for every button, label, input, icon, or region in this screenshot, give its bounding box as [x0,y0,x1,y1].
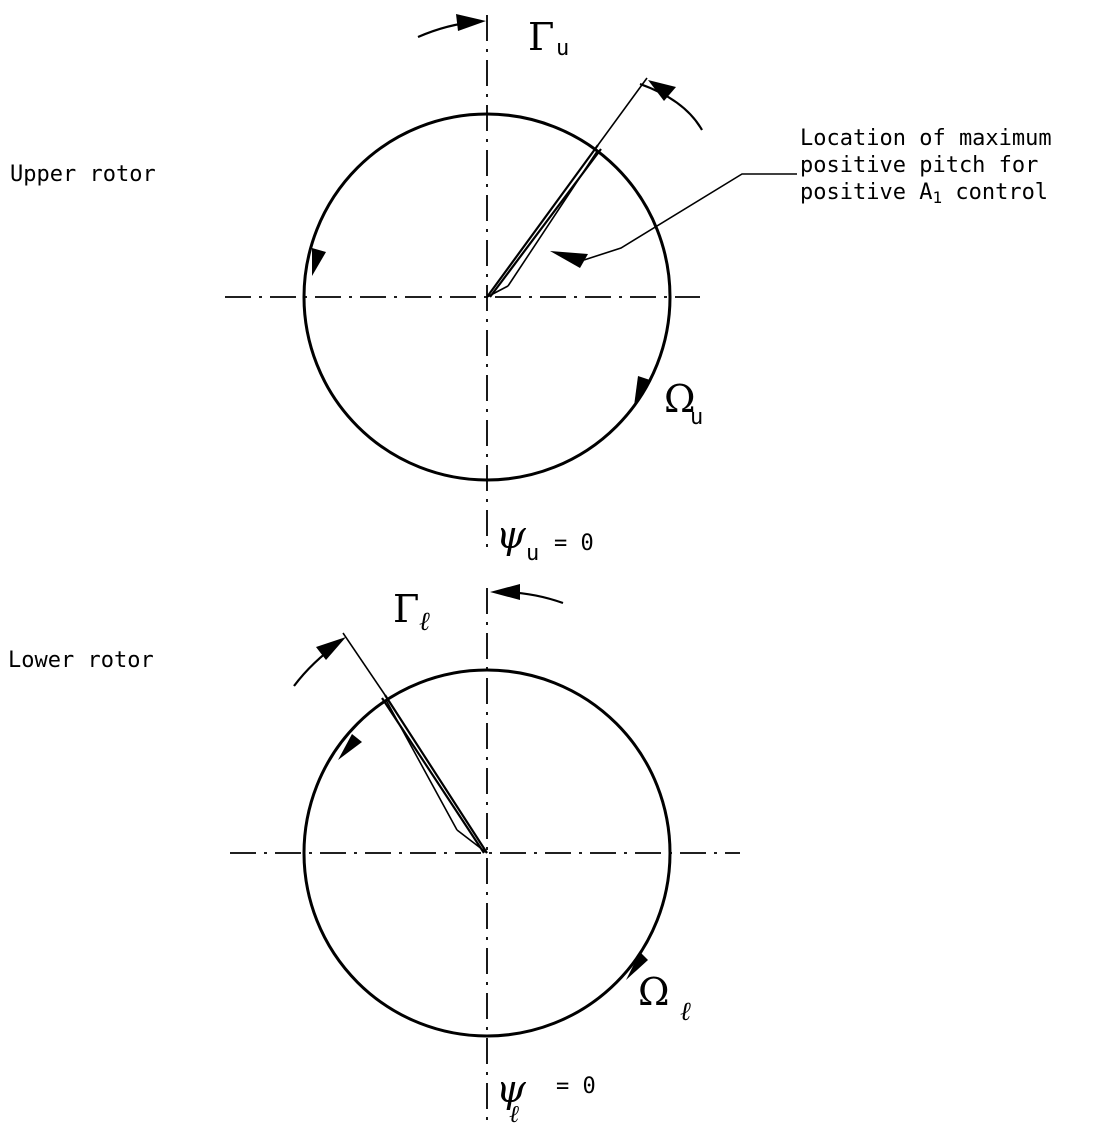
lower-rotation-arrow-right [626,952,648,980]
upper-psi-symbol: ψ [496,513,527,557]
upper-rotation-arrow-right [634,376,650,406]
lower-omega-symbol: Ω [638,970,670,1014]
lower-gamma-arrowhead [490,584,520,600]
upper-gamma-symbol: Γ [528,15,554,59]
upper-phase-arrowhead [648,80,676,101]
lower-gamma-subscript: ℓ [419,607,430,637]
lower-rotor-label: Lower rotor [8,648,154,673]
lower-gamma-symbol: Γ [393,587,419,631]
callout-line-2: positive pitch for [800,153,1038,178]
lower-max-pitch-blade [342,632,488,854]
upper-rotor-label: Upper rotor [10,162,156,187]
upper-rotor-group [225,14,797,548]
upper-omega-subscript: u [690,405,703,430]
callout-line-1: Location of maximum [800,126,1052,151]
lower-rotation-arrow-left [338,734,362,760]
lower-omega-subscript: ℓ [680,997,691,1027]
upper-phase-arc [639,82,703,131]
upper-rotation-arrow-left [312,248,326,276]
lower-psi-equals: = 0 [556,1074,596,1099]
lower-psi-subscript: ℓ [509,1100,519,1127]
upper-gamma-arrowhead [456,14,486,31]
lower-psi-symbol: ψ [496,1067,527,1111]
lower-rotor-group [230,584,740,1122]
upper-max-pitch-blade [486,77,648,298]
upper-psi-subscript: u [526,541,539,566]
callout-line-3: positive A1 control [800,180,1048,207]
upper-psi-equals: = 0 [554,531,594,556]
upper-callout-leader [550,173,797,268]
lower-phase-arrowhead [316,637,346,660]
upper-omega-symbol: Ω [664,377,696,421]
upper-gamma-subscript: u [556,36,569,61]
